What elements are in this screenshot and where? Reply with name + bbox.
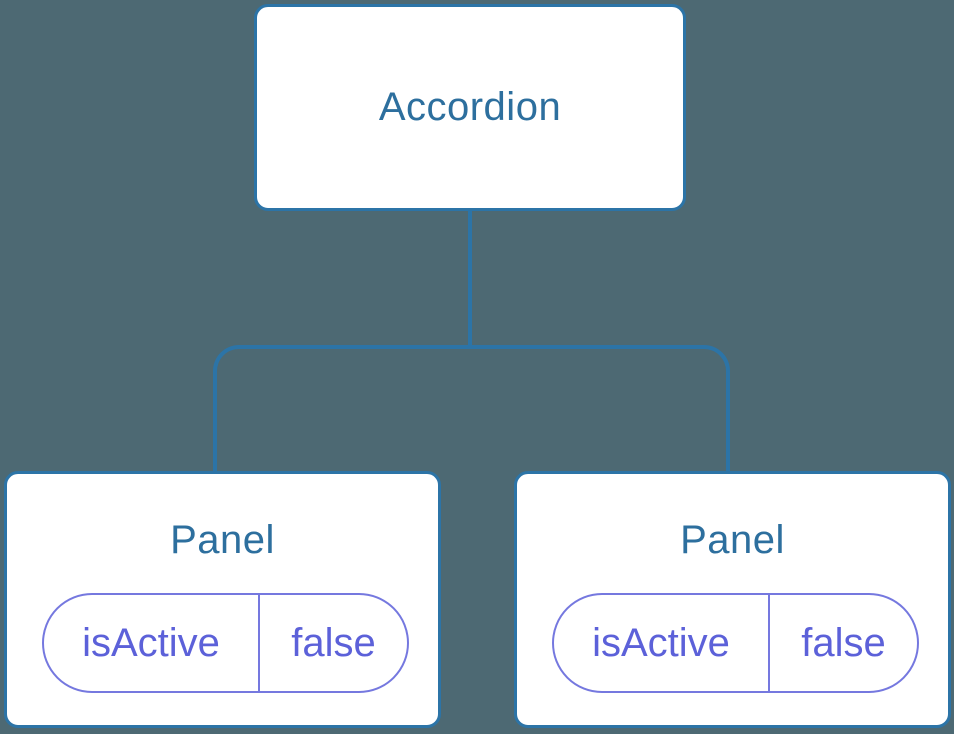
connector-bracket xyxy=(213,345,730,473)
state-key: isActive xyxy=(44,595,260,691)
state-value: false xyxy=(291,620,376,665)
panel-left-label: Panel xyxy=(170,518,275,562)
panel-left-state-pill: isActive false xyxy=(42,593,409,693)
state-key: isActive xyxy=(554,595,770,691)
accordion-node-label: Accordion xyxy=(378,85,562,129)
panel-right-state-pill: isActive false xyxy=(552,593,919,693)
connector-stub-line xyxy=(468,209,472,349)
panel-node-right: Panel isActive false xyxy=(514,471,951,728)
panel-right-label: Panel xyxy=(680,518,785,562)
accordion-node: Accordion xyxy=(254,4,686,211)
state-value: false xyxy=(801,620,886,665)
panel-node-left: Panel isActive false xyxy=(4,471,441,728)
